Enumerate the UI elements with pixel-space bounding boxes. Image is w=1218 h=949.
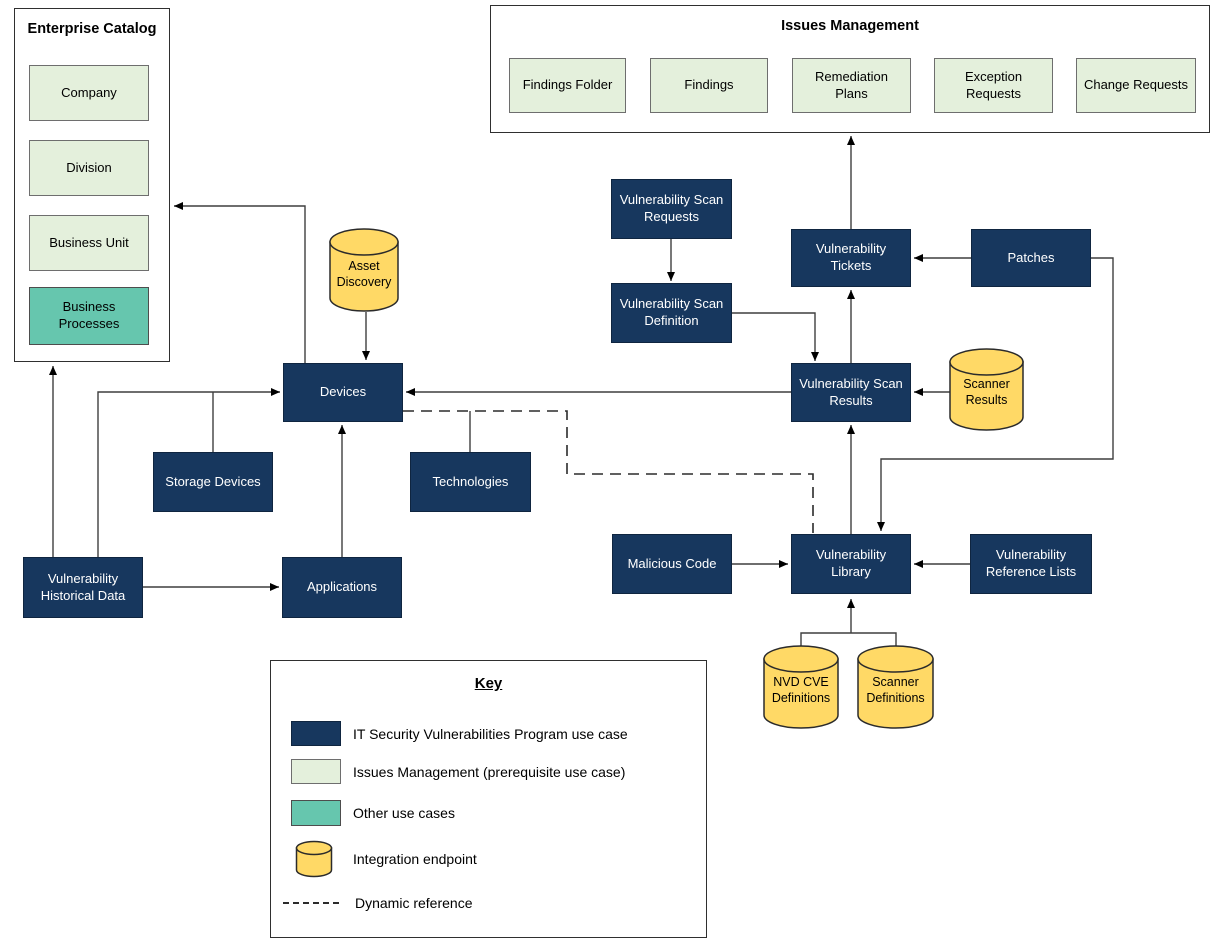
key-entry-label: Issues Management (prerequisite use case… — [353, 763, 626, 780]
node-label: Findings — [684, 77, 734, 93]
key-entry-label: IT Security Vulnerabilities Program use … — [353, 725, 628, 742]
node-malicious-code: Malicious Code — [612, 534, 732, 594]
node-label: Storage Devices — [165, 473, 261, 489]
solid-connectors — [49, 136, 1114, 648]
key-title: Key — [474, 675, 503, 692]
node-label: Vulnerability Scan Results — [799, 375, 903, 408]
node-label: Vulnerability Tickets — [815, 241, 887, 273]
node-label: Technologies — [432, 473, 509, 489]
node-patches: Patches — [971, 229, 1091, 287]
node-technologies: Technologies — [410, 452, 531, 512]
node-label: Remediation Plans — [815, 68, 888, 101]
node-business-unit: Business Unit — [29, 215, 149, 271]
node-label: Devices — [319, 384, 367, 400]
node-remediation-plans: Remediation Plans — [792, 58, 911, 113]
key-entry-label: Dynamic reference — [355, 895, 473, 911]
node-storage-devices: Storage Devices — [153, 452, 273, 512]
other-use-cases-swatch — [291, 800, 341, 826]
key-entry-integration-endpoint: Integration endpoint — [295, 840, 477, 878]
node-label: Vulnerability Reference Lists — [985, 547, 1077, 579]
key-entry-other-use-cases: Other use cases — [291, 800, 455, 826]
node-label: Vulnerability Scan Requests — [619, 192, 724, 224]
node-business-processes: Business Processes — [29, 287, 149, 345]
dynamic-reference-connector — [403, 410, 814, 533]
key-entry-program-use-case: IT Security Vulnerabilities Program use … — [291, 721, 628, 746]
node-division: Division — [29, 140, 149, 196]
node-findings: Findings — [650, 58, 768, 113]
node-label: Business Unit — [49, 234, 129, 250]
integration-endpoint-cylinders — [329, 228, 1024, 729]
integration-endpoint-cylinder-icon — [295, 840, 333, 878]
program-use-case-swatch — [291, 721, 341, 746]
node-label: Vulnerability Historical Data — [40, 570, 126, 603]
node-label: Findings Folder — [522, 77, 613, 93]
enterprise-catalog-title: Enterprise Catalog — [27, 21, 157, 37]
node-vulnerability-scan-requests: Vulnerability Scan Requests — [611, 179, 732, 239]
node-label: Company — [61, 84, 117, 100]
node-label: Vulnerability Scan Definition — [619, 296, 724, 328]
node-label: Business Processes — [58, 299, 120, 331]
node-label: Exception Requests — [964, 68, 1023, 101]
dynamic-reference-dashed-line — [283, 902, 339, 904]
node-label: Division — [66, 159, 112, 175]
node-label: Patches — [1007, 249, 1055, 265]
key-legend: Key IT Security Vulnerabilities Program … — [270, 660, 707, 938]
node-vulnerability-scan-results: Vulnerability Scan Results — [791, 363, 911, 422]
node-change-requests: Change Requests — [1076, 58, 1196, 113]
node-label: Change Requests — [1083, 77, 1189, 93]
node-exception-requests: Exception Requests — [934, 58, 1053, 113]
node-findings-folder: Findings Folder — [509, 58, 626, 113]
key-entry-issues-management: Issues Management (prerequisite use case… — [291, 759, 625, 784]
node-vulnerability-reference-lists: Vulnerability Reference Lists — [970, 534, 1092, 594]
issues-management-title: Issues Management — [781, 18, 919, 34]
node-vulnerability-historical-data: Vulnerability Historical Data — [23, 557, 143, 618]
node-label: Applications — [306, 579, 378, 595]
node-vulnerability-library: Vulnerability Library — [791, 534, 911, 594]
key-entry-dynamic-reference: Dynamic reference — [283, 893, 473, 913]
key-entry-label: Integration endpoint — [353, 851, 477, 867]
node-applications: Applications — [282, 557, 402, 618]
key-entry-label: Other use cases — [353, 805, 455, 821]
node-vulnerability-scan-definition: Vulnerability Scan Definition — [611, 283, 732, 343]
node-label: Vulnerability Library — [815, 547, 887, 579]
issues-management-swatch — [291, 759, 341, 784]
node-company: Company — [29, 65, 149, 121]
node-label: Malicious Code — [627, 555, 717, 571]
node-vulnerability-tickets: Vulnerability Tickets — [791, 229, 911, 287]
node-devices: Devices — [283, 363, 403, 422]
